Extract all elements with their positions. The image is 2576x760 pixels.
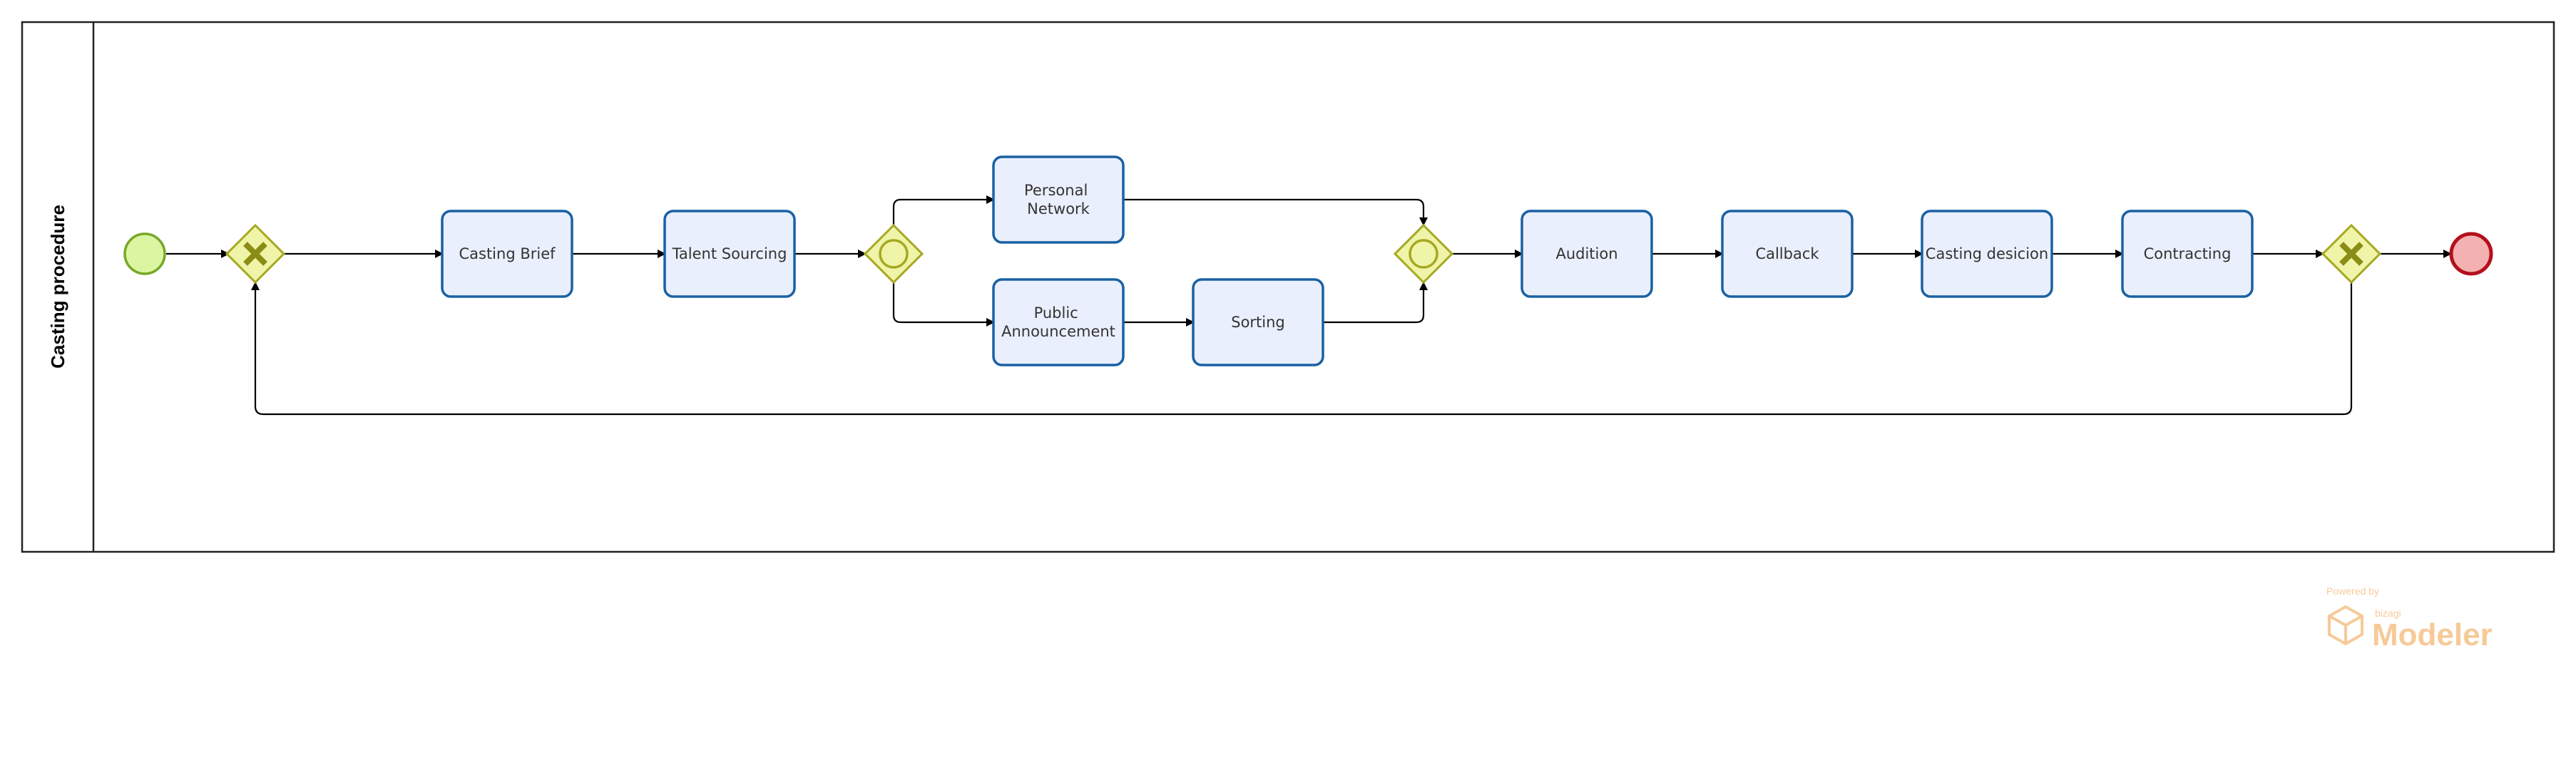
watermark-powered-by: Powered by [2326,585,2379,597]
inclusive-gateway-merge[interactable] [1393,223,1454,284]
svg-text:Casting Brief: Casting Brief [459,245,556,262]
task-personal-network[interactable]: Personal Network [992,155,1125,244]
exclusive-gateway-decision[interactable] [2321,223,2382,284]
svg-text:Callback: Callback [1755,245,1819,262]
task-label: Casting desicion [1926,245,2048,262]
bizagi-watermark: Powered by bizagi Modeler [2326,585,2493,652]
task-label: Sorting [1231,314,1285,331]
pool-label: Casting procedure [47,205,68,369]
task-casting-brief[interactable]: Casting Brief [441,210,573,298]
task-callback[interactable]: Callback [1721,210,1854,298]
task-label-line-2: Network [1027,200,1090,217]
task-sorting[interactable]: Sorting [1192,278,1324,366]
task-contracting[interactable]: Contracting [2121,210,2254,298]
gateway-diamond [1393,223,1454,284]
task-audition[interactable]: Audition [1520,210,1653,298]
task-label: Talent Sourcing [672,245,787,262]
svg-text:Audition: Audition [1555,245,1617,262]
x-mark-icon [243,242,267,266]
end-event[interactable] [2449,232,2493,276]
svg-text:Talent Sourcing: Talent Sourcing [672,245,787,262]
bizagi-logo-icon [2328,605,2363,646]
circle-mark-icon [1409,239,1438,269]
inclusive-gateway-split[interactable] [863,223,924,284]
flow-loop-back [251,282,2353,416]
flow-gateway-to-public-announcement [892,282,995,327]
sequence-flows [166,195,2452,416]
svg-text:Public Announcement: Public Announcement [1001,304,1115,340]
x-mark-icon [2339,242,2363,266]
svg-text:Contracting: Contracting [2144,245,2232,262]
task-label-line-1: Public [1034,304,1078,322]
watermark-brand: bizagi [2375,607,2401,619]
task-talent-sourcing[interactable]: Talent Sourcing [663,210,796,298]
svg-text:Personal Network: Personal Network [1024,182,1093,217]
flow-sorting-to-merge-gateway [1323,282,1428,324]
watermark-product: Modeler [2372,617,2493,652]
gateway-diamond [863,223,924,284]
circle-mark-icon [879,239,909,269]
exclusive-gateway-split[interactable] [225,223,286,284]
start-event[interactable] [123,232,166,275]
task-label: Callback [1755,245,1819,262]
task-label-line-1: Personal [1024,182,1088,199]
svg-text:Sorting: Sorting [1231,314,1285,331]
task-public-announcement[interactable]: Public Announcement [992,278,1125,366]
task-label: Contracting [2144,245,2232,262]
task-label: Casting Brief [459,245,556,262]
svg-text:Casting desicion: Casting desicion [1926,245,2048,262]
task-label-line-2: Announcement [1001,323,1115,340]
task-casting-decision[interactable]: Casting desicion [1921,210,2053,298]
flow-gateway-to-personal-network [892,195,995,225]
task-label: Audition [1555,245,1617,262]
flow-personal-network-to-merge-gateway [1123,198,1428,226]
